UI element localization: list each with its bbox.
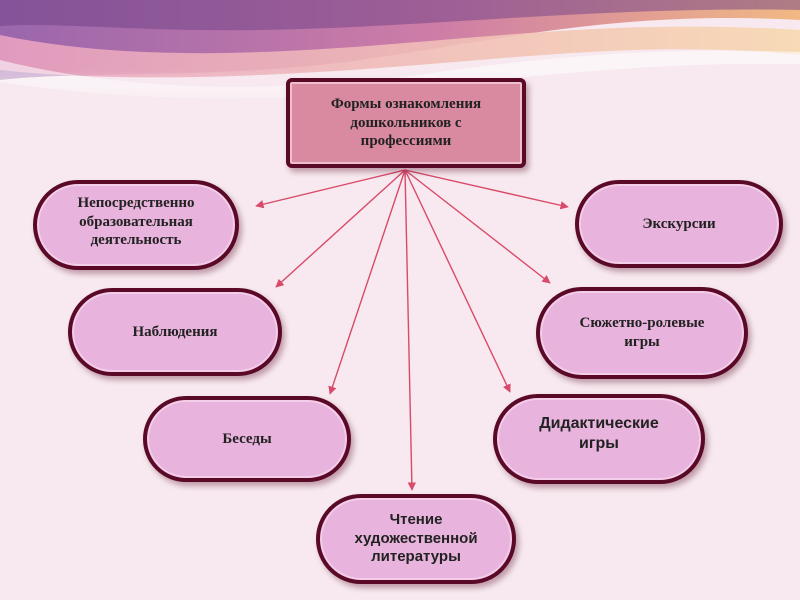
- arrow-to-didactic: [405, 170, 510, 392]
- node-excursions: Экскурсии: [575, 180, 783, 268]
- root-line-1: Формы ознакомления: [331, 95, 481, 114]
- root-node-forms-of-familiarization: Формы ознакомления дошкольников с профес…: [286, 78, 526, 168]
- node-reading-fiction: Чтение художественной литературы: [316, 494, 516, 584]
- node-didactic-line-1: Дидактические: [539, 414, 659, 434]
- root-line-2: дошкольников с: [331, 114, 481, 133]
- arrow-to-reading: [405, 170, 412, 490]
- node-observation-label: Наблюдения: [133, 323, 218, 342]
- node-direct-educational-activity: Непосредственно образовательная деятельн…: [33, 180, 239, 270]
- node-direct-line-2: образовательная: [77, 213, 194, 232]
- node-direct-line-3: деятельность: [77, 231, 194, 250]
- node-didactic-games: Дидактические игры: [493, 394, 705, 484]
- node-didactic-line-2: игры: [539, 434, 659, 454]
- arrow-to-direct: [256, 170, 405, 206]
- node-role-play-line-1: Сюжетно-ролевые: [580, 314, 705, 333]
- node-reading-line-2: художественной: [354, 530, 477, 549]
- node-role-play-games: Сюжетно-ролевые игры: [536, 287, 748, 379]
- node-reading-line-3: литературы: [354, 548, 477, 567]
- root-line-3: профессиями: [331, 132, 481, 151]
- node-conversations: Беседы: [143, 396, 351, 482]
- node-role-play-line-2: игры: [580, 333, 705, 352]
- node-conversations-label: Беседы: [222, 430, 271, 449]
- node-reading-line-1: Чтение: [354, 511, 477, 530]
- node-excursions-label: Экскурсии: [642, 215, 715, 234]
- node-observation: Наблюдения: [68, 288, 282, 376]
- node-direct-line-1: Непосредственно: [77, 194, 194, 213]
